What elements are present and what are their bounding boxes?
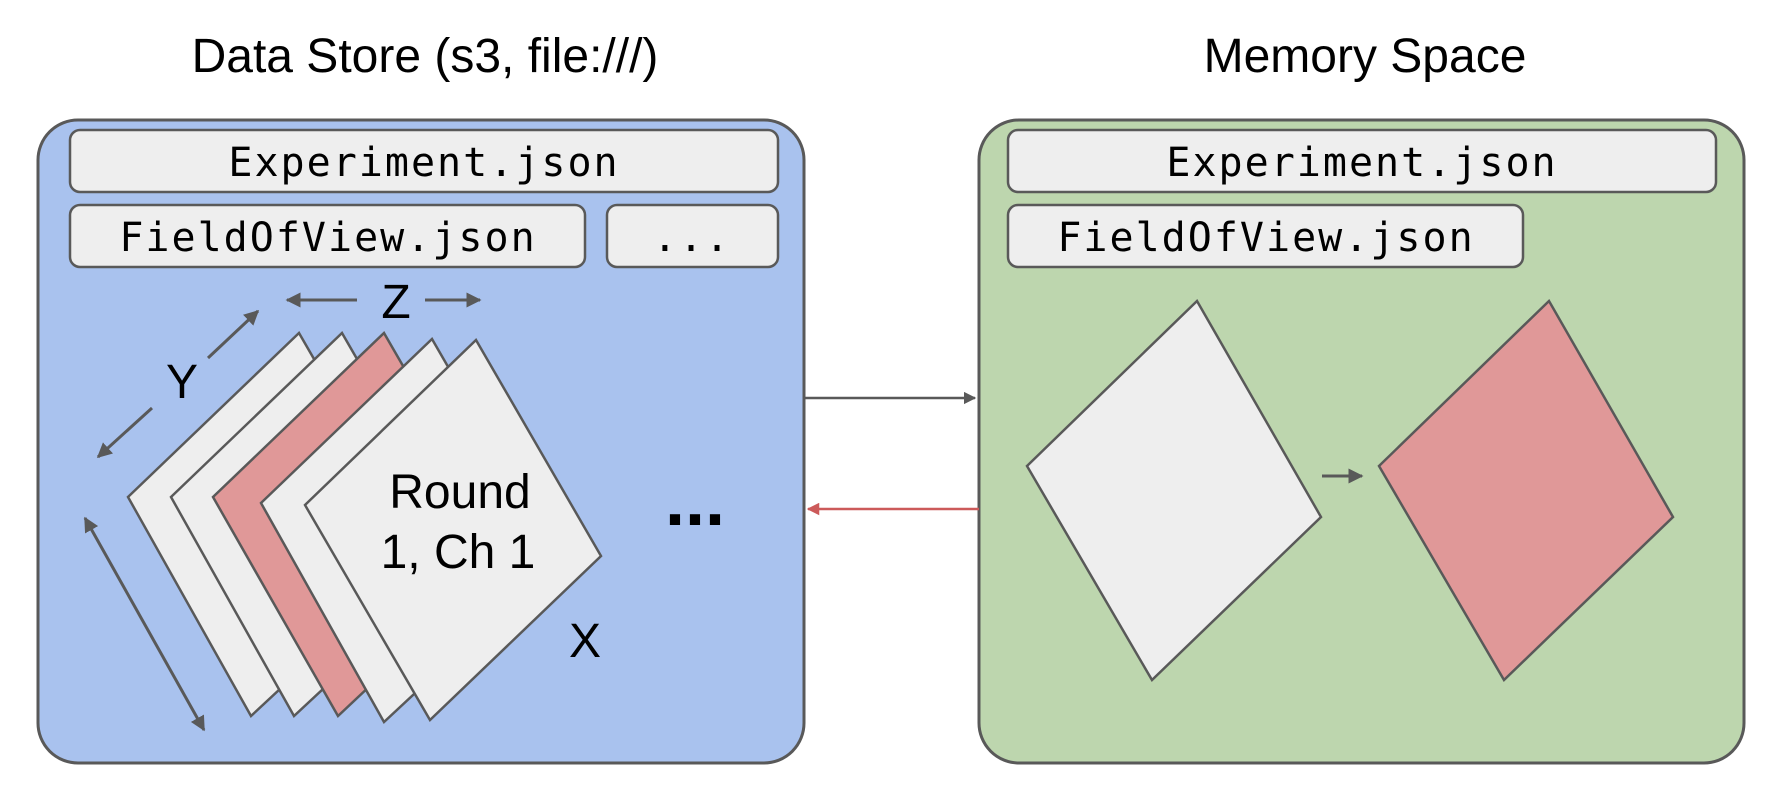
store-fov-file-label: FieldOfView.json — [119, 215, 536, 261]
y-axis-up-arrow — [206, 309, 260, 360]
stack-tile-front — [303, 337, 603, 723]
x-axis-label: X — [569, 615, 601, 668]
z-axis-label: Z — [381, 276, 410, 329]
store-experiment-file-label: Experiment.json — [228, 140, 619, 186]
memory-fov-file-label: FieldOfView.json — [1057, 215, 1474, 261]
memory-experiment-file-box — [1006, 128, 1718, 194]
tile-label-line1: Round — [389, 466, 530, 519]
store-more-files-label: ... — [653, 215, 731, 261]
store-experiment-file-box — [68, 128, 780, 194]
memory-fov-file-box — [1006, 203, 1525, 269]
data-store-title: Data Store (s3, file:///) — [192, 30, 659, 83]
memory-experiment-file-label: Experiment.json — [1166, 140, 1557, 186]
more-fovs-ellipsis: ... — [665, 461, 725, 541]
memory-tile-plain — [1025, 298, 1323, 683]
tile-label-line2: 1, Ch 1 — [381, 526, 536, 579]
store-more-files-box — [605, 203, 780, 269]
store-fov-file-box — [68, 203, 587, 269]
y-axis-down-arrow — [96, 406, 154, 459]
memory-space-title: Memory Space — [1204, 30, 1527, 83]
memory-tile-highlighted — [1377, 298, 1675, 683]
x-axis-arrow — [83, 516, 206, 732]
y-axis-label: Y — [166, 356, 198, 409]
